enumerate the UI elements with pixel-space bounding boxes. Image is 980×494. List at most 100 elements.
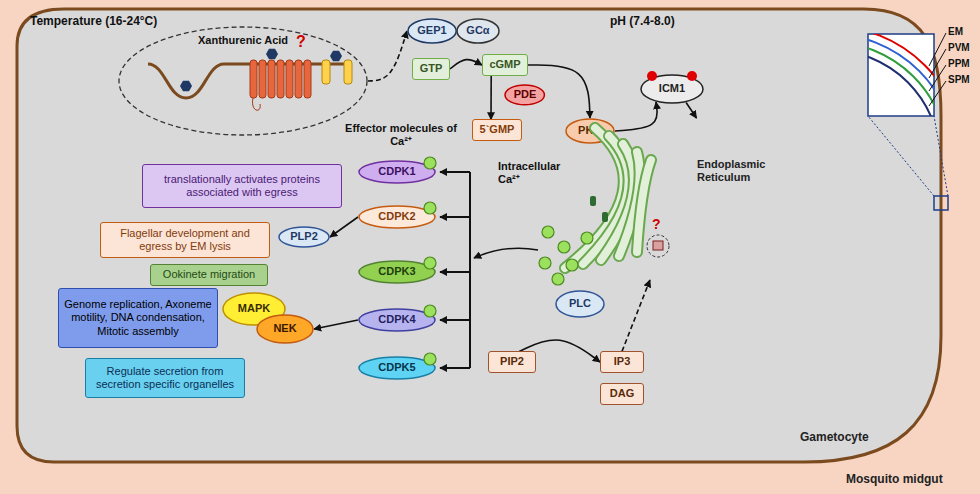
molecule-ellipse: CDPK3 xyxy=(358,260,436,284)
ellipse-shape xyxy=(641,75,703,103)
process-box: translationally activates proteins assoc… xyxy=(142,164,342,208)
ellipse-shape xyxy=(457,19,499,43)
channel xyxy=(653,241,663,250)
ellipse-shape xyxy=(359,161,435,183)
node-text: GCα xyxy=(466,24,489,37)
zoom-line xyxy=(934,116,948,196)
ellipse-shape xyxy=(359,309,435,331)
dashed-outline xyxy=(119,27,367,135)
cisterna xyxy=(637,160,651,252)
molecule-ellipse: CDPK5 xyxy=(358,356,436,380)
process-box: PIP2 xyxy=(488,351,536,372)
molecule-ellipse: GEP1 xyxy=(407,18,457,44)
process-box: DAG xyxy=(600,383,644,404)
label-text: ? xyxy=(652,216,666,233)
label-text: Temperature (16-24°C) xyxy=(30,14,200,28)
node-text: translationally activates proteins assoc… xyxy=(147,173,337,199)
node-text: PDE xyxy=(514,88,537,101)
ligand xyxy=(330,51,342,61)
connector-arrow xyxy=(368,31,407,81)
process-box: GTP xyxy=(412,58,450,79)
calcium-ion xyxy=(424,157,593,365)
molecule-ellipse: ICM1 xyxy=(640,74,704,104)
er-channel xyxy=(590,196,608,222)
region-text: Mosquito midgut xyxy=(846,472,966,486)
connector-arrow xyxy=(330,217,358,237)
endoplasmic-reticulum-shape xyxy=(525,118,770,280)
connector-arrow xyxy=(490,76,492,120)
node-text: Ookinete migration xyxy=(163,268,255,281)
channel xyxy=(322,60,352,84)
ellipse-shape xyxy=(505,85,544,105)
connector-arrow xyxy=(314,320,358,329)
node-text: CDPK4 xyxy=(378,313,415,326)
node-text: CDPK1 xyxy=(378,165,415,178)
molecule-ellipse: PDE xyxy=(504,84,545,106)
node-text: ICM1 xyxy=(659,82,685,95)
node-text: CDPK2 xyxy=(378,210,415,223)
node-text: Flagellar development and egress by EM l… xyxy=(105,227,265,253)
node-text: CDPK3 xyxy=(378,265,415,278)
pointer-line xyxy=(929,33,946,106)
icm1-bump xyxy=(647,71,697,81)
connector-arrow xyxy=(615,102,657,131)
process-box: IP3 xyxy=(600,351,644,372)
receptor xyxy=(250,60,311,110)
node-text: PLP2 xyxy=(290,230,318,243)
label-text: Intracellular Ca²⁺ xyxy=(498,160,564,186)
molecule-ellipse: CDPK2 xyxy=(358,205,436,229)
node-text: 5`GMP xyxy=(480,123,515,136)
cell-outline xyxy=(17,9,941,462)
ligand xyxy=(266,49,278,59)
effector-bracket xyxy=(440,172,538,368)
node-text: GEP1 xyxy=(417,24,446,37)
process-box: 5`GMP xyxy=(472,119,522,140)
molecule-ellipse: GCα xyxy=(456,18,500,44)
region-text: Endoplasmic Reticulum xyxy=(697,158,775,184)
process-box: cGMP xyxy=(482,54,528,75)
ellipse-shape xyxy=(359,206,435,228)
signal-region: Xanthurenic Acid? xyxy=(118,26,368,136)
node-text: Genome replication, Axoneme motility, DN… xyxy=(63,298,213,338)
process-box: Flagellar development and egress by EM l… xyxy=(100,222,270,258)
node-text: DAG xyxy=(610,387,634,400)
connector-arrow xyxy=(622,280,650,351)
process-box: Genome replication, Axoneme motility, DN… xyxy=(58,288,218,348)
ligand xyxy=(180,81,192,91)
process-box: Regulate secretion from secretion specif… xyxy=(85,358,245,398)
zoom-line xyxy=(868,116,934,196)
node-text: NEK xyxy=(273,322,296,335)
ellipse-shape xyxy=(408,19,456,43)
region-text: Gametocyte xyxy=(800,430,890,444)
molecule-ellipse: PLP2 xyxy=(278,226,330,248)
region-text: Xanthurenic Acid xyxy=(183,34,303,47)
label-text: PVM xyxy=(948,42,978,54)
label-text: Effector molecules of Ca²⁺ xyxy=(345,122,457,148)
label-text: SPM xyxy=(948,74,978,86)
molecule-ellipse: CDPK4 xyxy=(358,308,436,332)
node-text: GTP xyxy=(420,62,443,75)
molecule-ellipse: PLC xyxy=(555,290,605,318)
ellipse-shape xyxy=(359,261,435,283)
endoplasmic-reticulum: Endoplasmic Reticulum xyxy=(525,118,770,280)
node-text: PIP2 xyxy=(500,355,524,368)
gametocyte-cell: Gametocyte Xanthurenic Acid? GEP1 GCαGTP cGM… xyxy=(14,6,954,468)
unknown-channel xyxy=(647,235,669,257)
ellipse-shape xyxy=(359,357,435,379)
molecule-ellipse: NEK xyxy=(256,314,314,344)
label-text: PPM xyxy=(948,58,978,70)
node-text: Regulate secretion from secretion specif… xyxy=(90,365,240,391)
node-text: MAPK xyxy=(238,302,270,315)
node-text: cGMP xyxy=(489,58,520,71)
label-text: EM xyxy=(948,26,978,38)
ellipse-shape xyxy=(257,315,313,343)
cisterna-outline xyxy=(637,160,651,252)
zoom-box xyxy=(934,196,948,210)
membrane-layers xyxy=(868,34,934,116)
node-text: PLC xyxy=(569,297,591,310)
label-text: pH (7.4-8.0) xyxy=(610,14,710,28)
region-text: ? xyxy=(296,32,312,51)
